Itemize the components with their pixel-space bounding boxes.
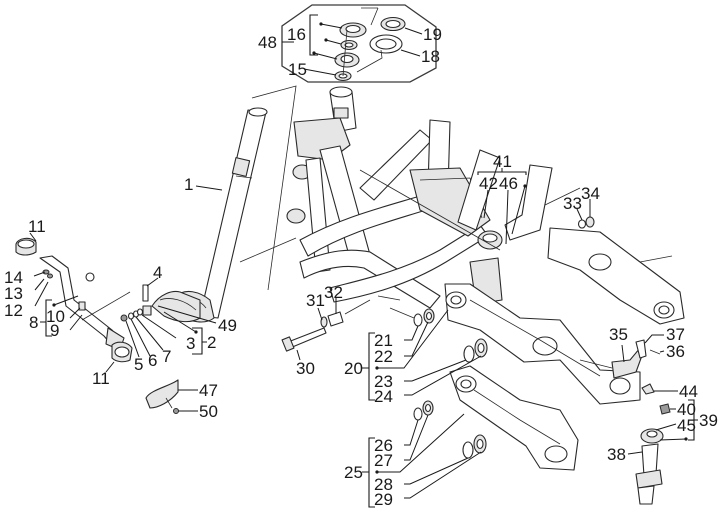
callout-16: 16 [287, 25, 306, 44]
callout-24: 24 [374, 387, 393, 406]
callout-49: 49 [218, 316, 237, 335]
callout-40: 40 [677, 400, 696, 419]
callout-27: 27 [374, 451, 393, 470]
group-20-leaders [362, 309, 482, 401]
callout-30: 30 [296, 359, 315, 378]
nuts-33-34 [576, 199, 595, 229]
callout-25: 25 [344, 463, 363, 482]
callout-7: 7 [162, 347, 171, 366]
callout-14: 14 [4, 268, 23, 287]
callout-15: 15 [288, 60, 307, 79]
callout-19: 19 [423, 25, 442, 44]
callout-31: 31 [306, 291, 325, 310]
callout-13: 13 [4, 284, 23, 303]
pivot-pin-assembly [120, 277, 217, 358]
callout-38: 38 [607, 445, 626, 464]
callout-23: 23 [374, 372, 393, 391]
group-41-leaders [195, 168, 527, 245]
callout-36: 36 [666, 342, 685, 361]
callout-22: 22 [374, 347, 393, 366]
pivot-bolt [281, 298, 371, 361]
lower-swing-arm [449, 365, 579, 471]
steering-bearing-inset [281, 4, 437, 83]
callout-45: 45 [677, 416, 696, 435]
callout-41: 41 [493, 152, 512, 171]
bracket-35-37 [579, 334, 665, 379]
callout-3: 3 [186, 334, 195, 353]
callout-12: 12 [4, 301, 23, 320]
rear-cross-member [544, 187, 685, 325]
callout-28: 28 [374, 475, 393, 494]
callout-18: 18 [421, 47, 440, 66]
foot-peg [145, 379, 198, 414]
callout-35: 35 [609, 325, 628, 344]
callout-50: 50 [199, 402, 218, 421]
callout-29: 29 [374, 490, 393, 509]
callout-4: 4 [153, 263, 162, 282]
callout-labels: 1 2 3 4 5 6 7 8 9 10 11 11 12 13 14 15 1… [4, 25, 718, 509]
callout-37: 37 [666, 325, 685, 344]
callout-46: 46 [499, 174, 518, 193]
callout-2: 2 [207, 333, 216, 352]
shock-mount-38-45 [627, 383, 698, 505]
callout-26: 26 [374, 436, 393, 455]
callout-33: 33 [563, 194, 582, 213]
steering-tube [171, 85, 297, 323]
callout-11-bottom: 11 [92, 369, 110, 388]
callout-47: 47 [199, 381, 218, 400]
callout-11-top: 11 [28, 217, 46, 236]
main-frame [239, 86, 553, 309]
group-25-leaders [362, 413, 482, 508]
side-stand-assembly [15, 232, 133, 373]
callout-42: 42 [479, 174, 498, 193]
callout-20: 20 [344, 359, 363, 378]
callout-5: 5 [134, 355, 143, 374]
callout-21: 21 [374, 331, 393, 350]
callout-34: 34 [581, 184, 600, 203]
callout-10: 10 [46, 307, 65, 326]
upper-swing-arm [444, 283, 641, 405]
callout-1: 1 [184, 175, 193, 194]
callout-6: 6 [148, 351, 157, 370]
callout-48: 48 [258, 33, 277, 52]
callout-9: 9 [50, 321, 59, 340]
callout-39: 39 [699, 411, 718, 430]
callout-32: 32 [324, 283, 343, 302]
callout-44: 44 [679, 382, 698, 401]
callout-8: 8 [29, 313, 38, 332]
